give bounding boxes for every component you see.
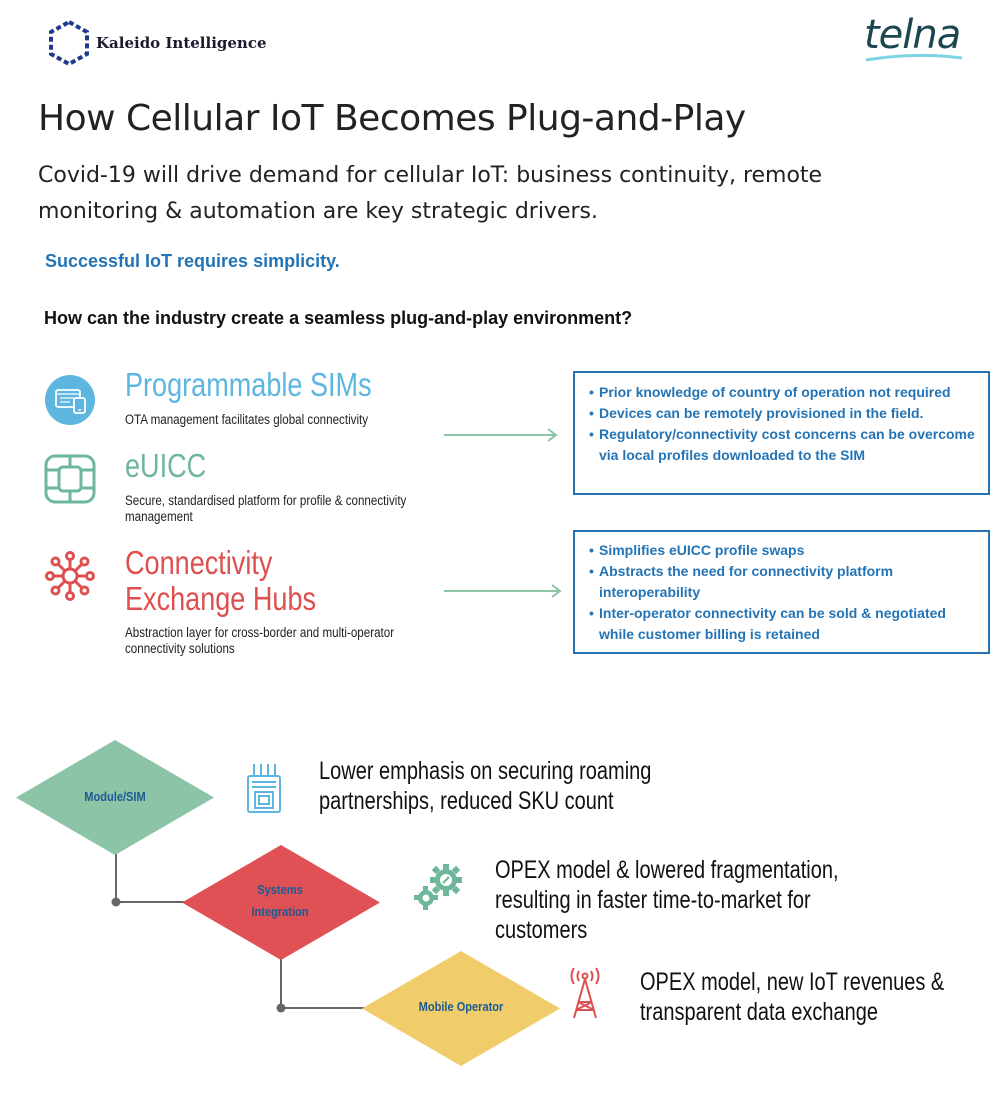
- feature-title-connectivity-exchange-hubs: Connectivity Exchange Hubs: [125, 544, 317, 617]
- sim-chip-icon: [44, 454, 96, 504]
- benefit-item: Inter-operator connectivity can be sold …: [589, 603, 982, 645]
- diamond-label-systems-integration: Systems Integration: [251, 882, 309, 919]
- benefit-item: Prior knowledge of country of operation …: [589, 382, 982, 403]
- feature-title-euicc: eUICC: [125, 447, 207, 484]
- cell-tower-icon: [570, 967, 600, 1019]
- benefit-text-module-sim: Lower emphasis on securing roaming partn…: [319, 757, 652, 815]
- benefit-item: Devices can be remotely provisioned in t…: [589, 403, 982, 424]
- benefits-box-exchange-hubs: Simplifies eUICC profile swaps Abstracts…: [573, 530, 990, 654]
- benefit-text-mobile-operator: OPEX model, new IoT revenues & transpare…: [640, 968, 945, 1026]
- diamond-mobile-operator: [362, 951, 560, 1066]
- page-subtitle: Covid-19 will drive demand for cellular …: [38, 163, 823, 224]
- benefit-text-systems-integration: OPEX model & lowered fragmentation, resu…: [495, 856, 839, 944]
- kaleido-brand-name: Kaleido Intelligence: [96, 34, 267, 52]
- diamond-systems-integration: [182, 845, 380, 960]
- benefit-item: Simplifies eUICC profile swaps: [589, 540, 982, 561]
- kaleido-logo: Kaleido Intelligence: [48, 20, 267, 66]
- programmable-sim-icon: [45, 375, 95, 425]
- telna-swoosh-icon: [865, 53, 963, 62]
- page-title: How Cellular IoT Becomes Plug-and-Play: [38, 98, 746, 139]
- arrow-to-box-1: [444, 428, 558, 442]
- telna-logo: telna: [864, 12, 969, 68]
- benefits-box-sims-euicc: Prior knowledge of country of operation …: [573, 371, 990, 495]
- feature-desc-programmable-sims: OTA management facilitates global connec…: [125, 412, 369, 427]
- lead-statement: Successful IoT requires simplicity.: [45, 251, 340, 271]
- telna-brand-name: telna: [864, 12, 961, 58]
- benefit-item: Abstracts the need for connectivity plat…: [589, 561, 982, 603]
- key-question: How can the industry create a seamless p…: [44, 308, 633, 328]
- kaleido-hexagon-icon: [49, 20, 89, 66]
- feature-desc-connectivity-exchange-hubs: Abstraction layer for cross-border and m…: [125, 625, 395, 656]
- diamond-label-mobile-operator: Mobile Operator: [418, 999, 504, 1014]
- feature-title-programmable-sims: Programmable SIMs: [125, 366, 372, 403]
- gears-icon: [414, 864, 462, 910]
- module-chip-icon: [247, 764, 281, 813]
- arrow-to-box-2: [444, 584, 562, 598]
- diamond-label-module-sim: Module/SIM: [84, 789, 146, 804]
- diamond-module-sim: [16, 740, 214, 855]
- network-hub-icon: [45, 551, 95, 601]
- benefit-item: Regulatory/connectivity cost concerns ca…: [589, 424, 982, 466]
- feature-desc-euicc: Secure, standardised platform for profil…: [125, 493, 407, 524]
